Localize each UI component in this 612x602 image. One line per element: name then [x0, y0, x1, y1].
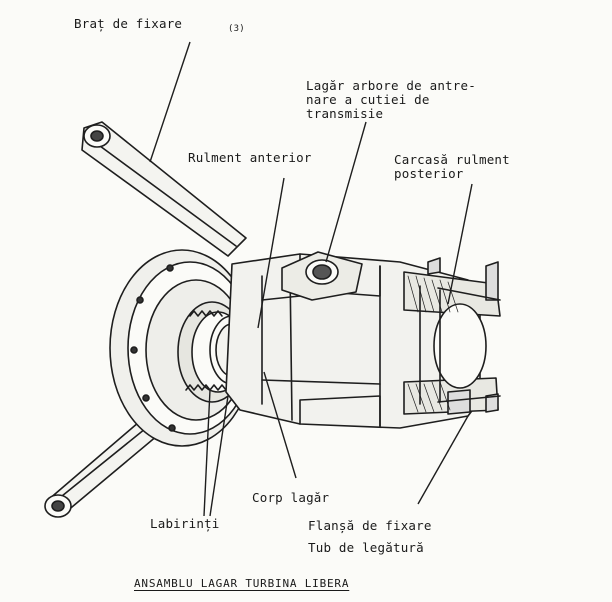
leader-corp-lagar: [263, 371, 297, 479]
figure-title: ANSAMBLU LAGAR TURBINA LIBERA: [134, 577, 350, 590]
leader-lagar: [325, 121, 367, 263]
leader-brat: [149, 41, 191, 163]
label-rulment-anterior: Rulment anterior: [188, 150, 312, 165]
label-lagar-line1: Lagăr arbore de antre-: [306, 78, 476, 93]
label-tub-de-legatura: Tub de legătură: [308, 540, 424, 555]
label-brat-de-fixare: Braț de fixare: [74, 16, 183, 31]
label-labirinti: Labirinți: [150, 516, 220, 531]
figure-number: (3): [228, 24, 245, 34]
upper-fixing-arm: [81, 121, 247, 257]
label-flansa-de-fixare: Flanșă de fixare: [308, 518, 432, 533]
leader-labirinti: [203, 389, 211, 517]
leader-flansa: [417, 415, 469, 505]
section-hatching: [407, 275, 459, 413]
leader-labirinti-2: [209, 395, 229, 517]
gearbox-drive-bearing-boss: [281, 251, 363, 301]
label-carcasa-line1: Carcasă rulment: [394, 152, 510, 167]
leader-lines: [149, 41, 473, 517]
label-lagar-line2: nare a cutiei de: [306, 92, 430, 107]
label-corp-lagar: Corp lagăr: [252, 490, 330, 505]
label-carcasa-line2: posterior: [394, 166, 464, 181]
leader-carcasa: [447, 183, 473, 305]
leader-rulment-anterior: [257, 177, 285, 329]
mounting-flange-rear: [427, 257, 501, 415]
label-lagar-line3: transmisie: [306, 106, 384, 121]
